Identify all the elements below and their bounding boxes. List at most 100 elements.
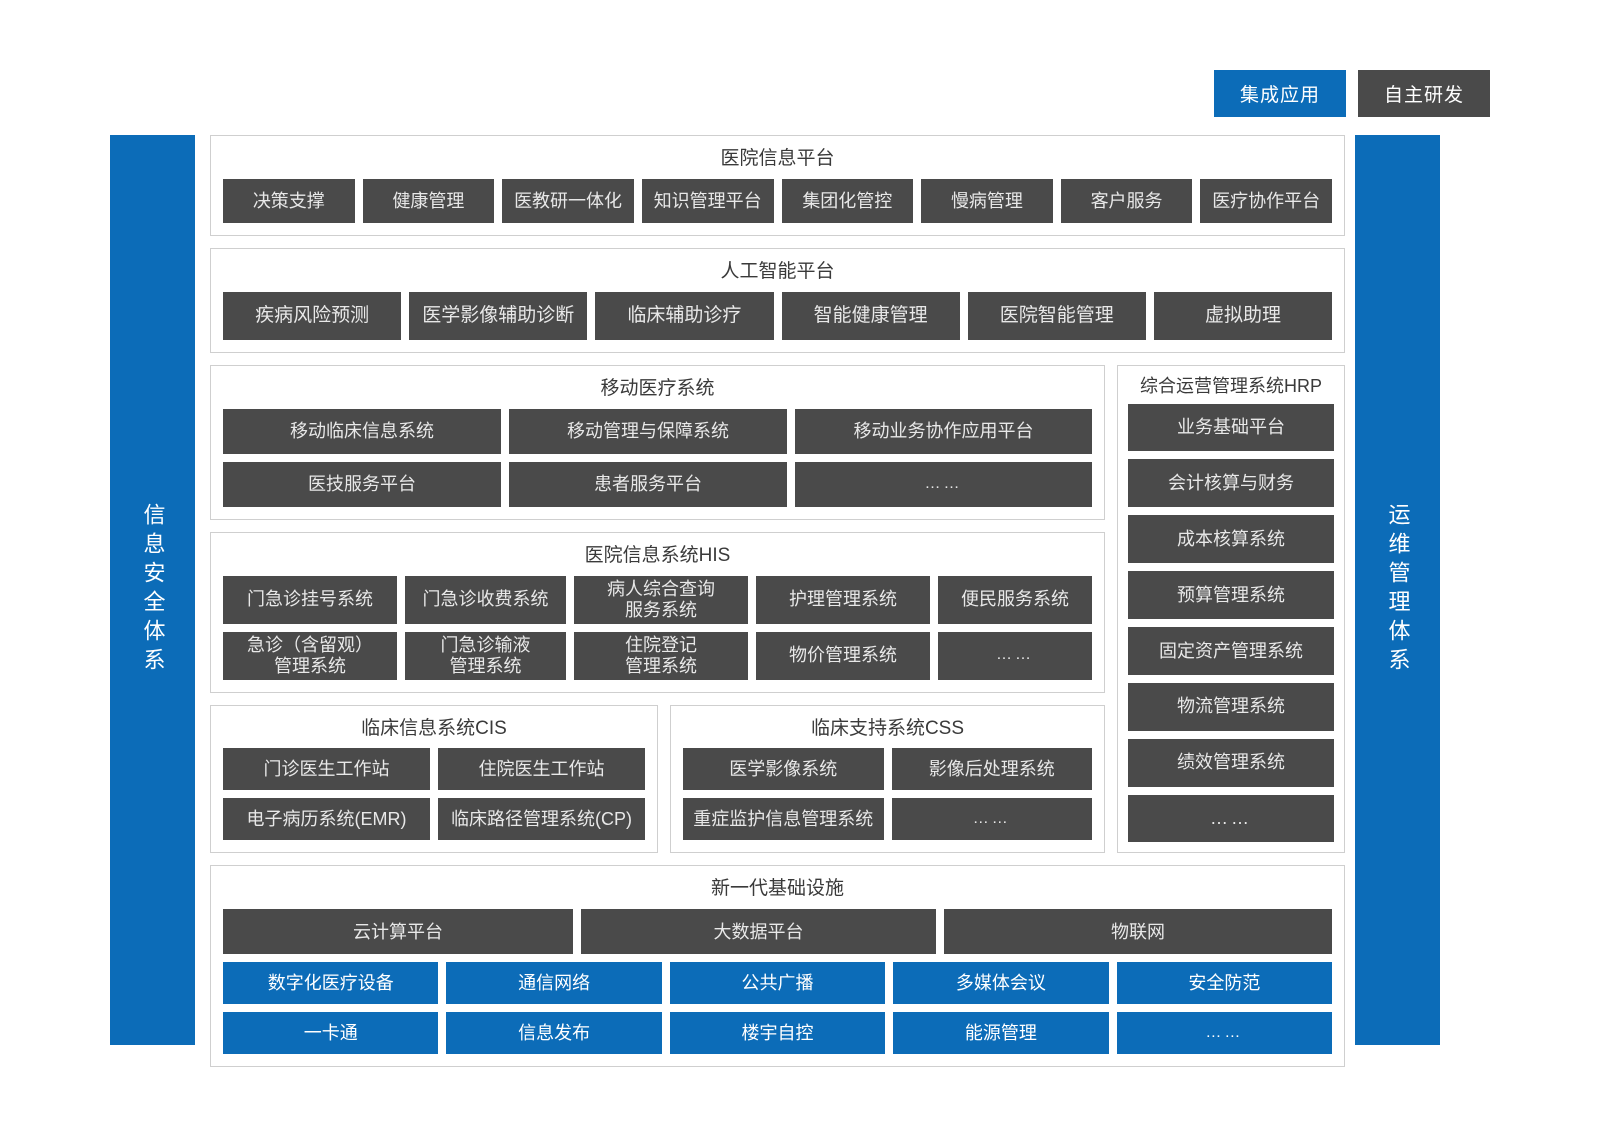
module-box[interactable]: 信息发布 — [446, 1012, 662, 1055]
cis-row-1: 门诊医生工作站 住院医生工作站 — [223, 748, 645, 791]
module-box[interactable]: 医技服务平台 — [223, 461, 501, 507]
panel-infrastructure: 新一代基础设施 云计算平台 大数据平台 物联网 数字化医疗设备 通信网络 公共广… — [210, 865, 1345, 1068]
module-box[interactable]: 医疗协作平台 — [1200, 178, 1332, 223]
module-box[interactable]: 会计核算与财务 — [1128, 459, 1334, 508]
panel-title-css: 临床支持系统CSS — [810, 717, 965, 739]
module-box[interactable]: 数字化医疗设备 — [223, 962, 439, 1005]
module-box[interactable]: 急诊（含留观） 管理系统 — [223, 631, 397, 680]
legend: 集成应用 自主研发 — [1214, 70, 1490, 117]
module-box[interactable]: 重症监护信息管理系统 — [683, 798, 884, 841]
module-box[interactable]: 便民服务系统 — [938, 575, 1092, 624]
module-box-ellipsis[interactable]: …… — [795, 461, 1092, 507]
module-box[interactable]: 虚拟助理 — [1153, 291, 1333, 340]
module-box[interactable]: 通信网络 — [446, 962, 662, 1005]
panel-title-infrastructure: 新一代基础设施 — [710, 878, 844, 900]
panel-title-cis: 临床信息系统CIS — [361, 717, 507, 739]
sidebar-left-label: 信息安全体系 — [140, 503, 166, 677]
module-box[interactable]: 公共广播 — [669, 962, 886, 1005]
panel-title-ai-platform: 人工智能平台 — [720, 260, 835, 282]
module-box[interactable]: 影像后处理系统 — [891, 748, 1092, 791]
module-box[interactable]: 患者服务平台 — [509, 461, 787, 507]
panel-ai-platform: 人工智能平台 疾病风险预测 医学影像辅助诊断 临床辅助诊疗 智能健康管理 医院智… — [210, 247, 1345, 353]
module-box[interactable]: 医教研一体化 — [502, 178, 634, 223]
module-box[interactable]: 大数据平台 — [581, 909, 936, 955]
panel-title-hospital-info-platform: 医院信息平台 — [720, 148, 835, 169]
module-box[interactable]: 集团化管控 — [781, 178, 914, 223]
panel-cis: 临床信息系统CIS 门诊医生工作站 住院医生工作站 电子病历系统(EMR) 临床… — [210, 704, 658, 854]
module-box[interactable]: 能源管理 — [893, 1012, 1109, 1055]
his-row-1: 门急诊挂号系统 门急诊收费系统 病人综合查询 服务系统 护理管理系统 便民服务系… — [223, 575, 1092, 624]
module-box[interactable]: 预算管理系统 — [1128, 571, 1334, 620]
mobile-medical-row-2: 医技服务平台 患者服务平台 …… — [223, 461, 1092, 507]
mobile-medical-row-1: 移动临床信息系统 移动管理与保障系统 移动业务协作应用平台 — [223, 408, 1092, 454]
module-box[interactable]: 固定资产管理系统 — [1128, 627, 1334, 675]
infrastructure-platforms: 云计算平台 大数据平台 物联网 — [223, 909, 1332, 955]
module-box[interactable]: 客户服务 — [1060, 178, 1193, 223]
module-box[interactable]: 移动业务协作应用平台 — [795, 408, 1092, 454]
module-box[interactable]: 门急诊收费系统 — [405, 575, 566, 624]
panel-hrp: 综合运营管理系统HRP 业务基础平台 会计核算与财务 成本核算系统 预算管理系统… — [1117, 364, 1345, 854]
sidebar-information-security: 信息安全体系 — [110, 135, 195, 1045]
module-box-ellipsis[interactable]: …… — [938, 631, 1092, 680]
middle-left-stack: 移动医疗系统 移动临床信息系统 移动管理与保障系统 移动业务协作应用平台 医技服… — [210, 364, 1105, 854]
module-box[interactable]: 成本核算系统 — [1128, 515, 1334, 564]
module-box[interactable]: 智能健康管理 — [781, 291, 960, 340]
module-box[interactable]: 知识管理平台 — [641, 178, 774, 223]
module-box[interactable]: 医学影像系统 — [683, 748, 884, 791]
module-box[interactable]: 疾病风险预测 — [223, 291, 402, 340]
module-box[interactable]: 物流管理系统 — [1128, 682, 1334, 731]
module-box[interactable]: 医院智能管理 — [967, 291, 1146, 340]
infrastructure-row-2: 一卡通 信息发布 楼宇自控 能源管理 …… — [223, 1012, 1333, 1055]
module-box[interactable]: 楼宇自控 — [669, 1012, 886, 1055]
panel-title-mobile-medical: 移动医疗系统 — [600, 377, 715, 399]
infrastructure-row-1: 数字化医疗设备 通信网络 公共广播 多媒体会议 安全防范 — [223, 962, 1333, 1005]
module-box[interactable]: 医学影像辅助诊断 — [409, 291, 588, 340]
module-box[interactable]: 电子病历系统(EMR) — [223, 798, 430, 841]
panel-title-hrp: 综合运营管理系统HRP — [1139, 375, 1322, 396]
module-box[interactable]: 门急诊挂号系统 — [223, 575, 397, 624]
module-box[interactable]: 慢病管理 — [921, 178, 1053, 223]
hrp-items: 业务基础平台 会计核算与财务 成本核算系统 预算管理系统 固定资产管理系统 物流… — [1128, 403, 1334, 843]
panel-mobile-medical: 移动医疗系统 移动临床信息系统 移动管理与保障系统 移动业务协作应用平台 医技服… — [210, 364, 1105, 520]
panel-his: 医院信息系统HIS 门急诊挂号系统 门急诊收费系统 病人综合查询 服务系统 护理… — [210, 531, 1105, 693]
legend-chip-self-developed[interactable]: 自主研发 — [1358, 70, 1490, 117]
module-box[interactable]: 物价管理系统 — [756, 631, 930, 680]
hospital-info-platform-items: 决策支撑 健康管理 医教研一体化 知识管理平台 集团化管控 慢病管理 客户服务 … — [223, 178, 1332, 223]
module-box[interactable]: 移动临床信息系统 — [223, 408, 501, 454]
middle-area: 移动医疗系统 移动临床信息系统 移动管理与保障系统 移动业务协作应用平台 医技服… — [210, 364, 1345, 854]
module-box-ellipsis[interactable]: …… — [1128, 794, 1334, 843]
module-box[interactable]: 门急诊输液 管理系统 — [405, 631, 566, 680]
module-box[interactable]: 住院登记 管理系统 — [574, 631, 748, 680]
module-box[interactable]: 决策支撑 — [223, 178, 355, 223]
module-box[interactable]: 健康管理 — [362, 178, 495, 223]
module-box[interactable]: 住院医生工作站 — [438, 748, 645, 791]
sidebar-right-label: 运维管理体系 — [1385, 503, 1411, 677]
module-box[interactable]: 业务基础平台 — [1128, 403, 1334, 452]
module-box[interactable]: 门诊医生工作站 — [223, 748, 430, 791]
module-box[interactable]: 临床辅助诊疗 — [595, 291, 774, 340]
module-box-ellipsis[interactable]: …… — [1116, 1012, 1333, 1055]
his-row-2: 急诊（含留观） 管理系统 门急诊输液 管理系统 住院登记 管理系统 物价管理系统… — [223, 631, 1092, 680]
clinical-systems-area: 临床信息系统CIS 门诊医生工作站 住院医生工作站 电子病历系统(EMR) 临床… — [210, 704, 1105, 854]
module-box[interactable]: 病人综合查询 服务系统 — [574, 575, 748, 624]
module-box-ellipsis[interactable]: …… — [891, 798, 1092, 841]
module-box[interactable]: 多媒体会议 — [893, 962, 1109, 1005]
css-row-1: 医学影像系统 影像后处理系统 — [683, 748, 1092, 791]
sidebar-operation-maintenance: 运维管理体系 — [1355, 135, 1440, 1045]
css-row-2: 重症监护信息管理系统 …… — [683, 798, 1092, 841]
module-box[interactable]: 临床路径管理系统(CP) — [438, 798, 645, 841]
module-box[interactable]: 物联网 — [944, 909, 1332, 955]
module-box[interactable]: 云计算平台 — [223, 909, 573, 955]
legend-chip-integrated[interactable]: 集成应用 — [1214, 70, 1346, 117]
cis-row-2: 电子病历系统(EMR) 临床路径管理系统(CP) — [223, 798, 645, 841]
panel-css: 临床支持系统CSS 医学影像系统 影像后处理系统 重症监护信息管理系统 …… — [670, 704, 1105, 854]
module-box[interactable]: 移动管理与保障系统 — [509, 408, 787, 454]
module-box[interactable]: 护理管理系统 — [756, 575, 930, 624]
panel-hospital-info-platform: 医院信息平台 决策支撑 健康管理 医教研一体化 知识管理平台 集团化管控 慢病管… — [210, 135, 1345, 236]
module-box[interactable]: 一卡通 — [223, 1012, 439, 1055]
module-box[interactable]: 绩效管理系统 — [1128, 738, 1334, 787]
ai-platform-items: 疾病风险预测 医学影像辅助诊断 临床辅助诊疗 智能健康管理 医院智能管理 虚拟助… — [223, 291, 1333, 340]
main-stack: 医院信息平台 决策支撑 健康管理 医教研一体化 知识管理平台 集团化管控 慢病管… — [210, 135, 1345, 1068]
module-box[interactable]: 安全防范 — [1116, 962, 1333, 1005]
